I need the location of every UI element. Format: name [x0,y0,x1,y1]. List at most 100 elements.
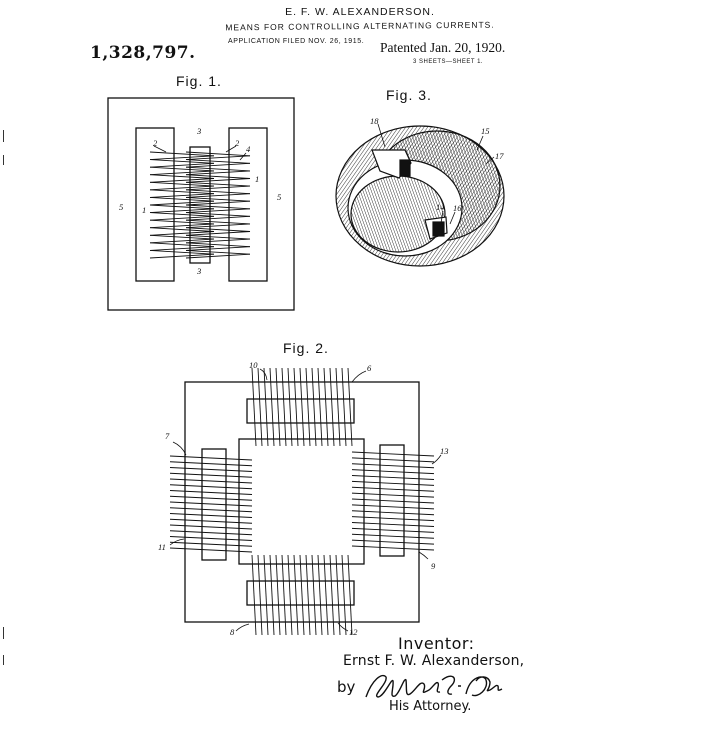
margin-mark-2 [3,155,4,165]
winding-turn [311,554,317,636]
winding-turn [169,524,253,530]
winding-turn [169,472,253,478]
winding-turn [185,178,251,183]
fig3-ref-15: 15 [481,126,490,136]
winding-turn [329,367,335,447]
fig2-ref-8: 8 [230,627,235,637]
fig3-ref-16: 16 [453,203,462,213]
winding-turn [149,234,215,240]
winding-turn [149,196,215,202]
winding-turn [185,162,251,168]
fig3-ref-14: 14 [436,202,445,212]
winding-turn [149,170,215,176]
winding-turn [281,554,287,636]
fig1-ref-1-right: 1 [255,174,260,184]
winding-turn [347,367,353,447]
fig2-bottom-winding [251,554,353,636]
winding-turn [169,495,253,501]
fig2-ref-13: 13 [440,446,449,456]
fig2-leader-10 [259,368,268,381]
fig1-ref-3-top: 3 [197,126,202,136]
winding-turn [281,367,287,447]
winding-turn [185,242,251,248]
fig2-ref-7: 7 [165,431,170,441]
winding-turn [169,547,253,553]
winding-turn [335,367,341,447]
winding-turn [169,467,253,472]
winding-turn [185,196,251,202]
fig3-leader-15 [476,135,484,151]
winding-turn [185,253,251,259]
winding-turn [293,367,299,447]
winding-turn [149,159,215,164]
winding-turn [351,539,435,545]
winding-turn [169,507,253,513]
patented-date: Patented Jan. 20, 1920. [380,40,506,55]
winding-turn [149,227,215,232]
winding-turn [351,498,435,504]
winding-turn [169,461,253,467]
fig3-gap-shade-bottom [432,221,445,237]
winding-turn [149,189,215,195]
winding-turn [149,155,215,161]
winding-turn [287,367,293,447]
winding-turn [149,166,215,172]
margin-mark-1 [3,130,4,142]
winding-turn [185,193,251,198]
winding-turn [323,554,329,636]
fig2-ref-12: 12 [349,627,358,637]
fig1-ref-4: 4 [246,144,251,154]
winding-turn [287,554,293,636]
winding-turn [185,159,251,164]
fig2-leader-6 [351,370,367,383]
winding-turn [351,522,435,527]
winding-turn [169,501,253,507]
winding-turn [149,193,215,198]
winding-turn [317,554,323,636]
winding-turn [185,155,251,161]
winding-turn [351,469,435,475]
fig2-right-winding [351,451,435,551]
winding-turn [169,541,253,547]
winding-turn [341,554,347,636]
winding-turn [269,554,275,636]
winding-turn [329,554,335,636]
fig2-leader-9 [418,551,429,560]
winding-turn [351,480,435,486]
winding-turn [185,246,251,251]
winding-turn [185,185,251,191]
winding-turn [351,545,435,551]
winding-turn [185,151,251,157]
winding-turn [351,475,435,480]
fig2-left-winding [169,455,253,553]
fig2-core-top [246,398,355,424]
winding-turn [149,253,215,259]
winding-turn [149,181,215,187]
fig1-left-winding [149,151,215,259]
fig1-ref-2-left: 2 [153,138,158,148]
fig1-ref-1-left: 1 [142,205,147,215]
winding-turn [351,457,435,463]
fig3-leader-14 [440,210,444,224]
winding-turn [299,367,305,447]
winding-turn [149,204,215,210]
fig2-ref-9: 9 [431,561,436,571]
winding-turn [185,200,251,206]
fig3-leader-17 [485,156,495,165]
fig1-right-winding [185,151,251,259]
winding-turn [169,484,253,490]
fig3-ref-18: 18 [370,116,379,126]
winding-turn [275,367,281,447]
patent-number: 1,328,797. [90,43,196,63]
winding-turn [185,238,251,244]
winding-turn [149,223,215,229]
winding-turn [185,215,251,221]
fig3-gap-shade-top [399,159,411,177]
winding-turn [305,554,311,636]
winding-turn [149,215,215,221]
fig2-label: Fig. 2. [283,340,329,356]
winding-turn [169,455,253,461]
